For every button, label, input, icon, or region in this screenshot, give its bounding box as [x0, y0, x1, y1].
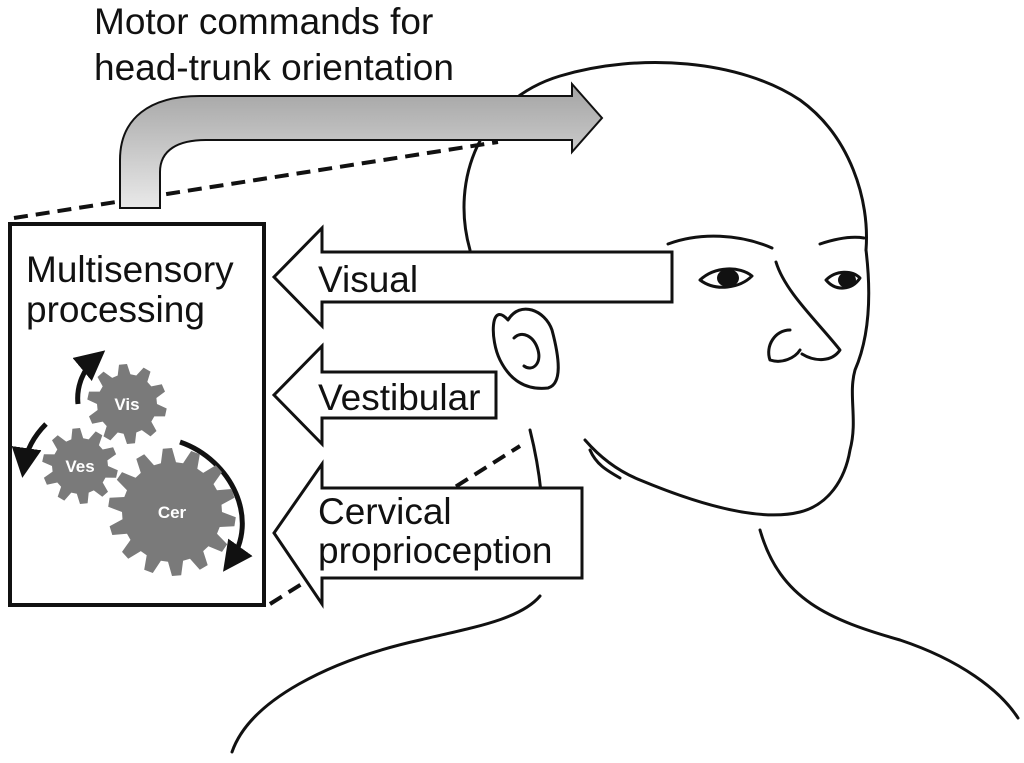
- ear-inner: [512, 333, 541, 370]
- gear-ves: Ves: [42, 428, 118, 504]
- nose: [767, 260, 842, 363]
- left-eyebrow: [666, 234, 774, 250]
- right-eye-outline: [824, 270, 862, 290]
- title-line-2: head-trunk orientation: [94, 47, 454, 88]
- left-pupil: [717, 269, 739, 287]
- face-profile: [583, 248, 871, 517]
- right-shoulder: [758, 528, 1020, 720]
- cer-rotation-arrow: [179, 439, 253, 572]
- gear-vis-label: Vis: [114, 395, 139, 414]
- left-shoulder: [230, 594, 542, 754]
- gear-vis: Vis: [87, 364, 167, 444]
- cervical-label-line-1: Cervical: [318, 491, 452, 532]
- motor-command-arrow: [119, 81, 604, 209]
- right-eyebrow: [818, 235, 866, 246]
- left-eye-outline: [698, 267, 754, 289]
- visual-arrow: Visual: [271, 224, 674, 330]
- title-line-1: Motor commands for: [94, 1, 433, 42]
- head-drawing: [230, 61, 1020, 754]
- gear-vis-shape: [87, 364, 167, 444]
- vis-rotation-arrow: [72, 350, 106, 405]
- gear-cer: Cer: [108, 448, 236, 576]
- gear-cer-shape: [108, 448, 236, 576]
- visual-label: Visual: [318, 259, 418, 300]
- skull-outline: [462, 61, 868, 252]
- box-title-line-1: Multisensory: [26, 249, 234, 290]
- box-title-line-2: processing: [26, 289, 205, 330]
- vestibular-arrow: Vestibular: [271, 342, 498, 448]
- right-pupil: [838, 272, 856, 288]
- ves-rotation-arrow: [11, 422, 48, 478]
- gear-rotation-arrows: [11, 350, 253, 572]
- gear-ves-label: Ves: [65, 457, 94, 476]
- ear-outer: [491, 307, 560, 390]
- vestibular-label: Vestibular: [318, 377, 481, 418]
- gear-ves-shape: [42, 428, 118, 504]
- gear-cer-label: Cer: [158, 503, 187, 522]
- cervical-arrow: Cervical proprioception: [272, 459, 584, 609]
- cervical-label-line-2: proprioception: [318, 530, 552, 571]
- jaw-line: [588, 448, 622, 480]
- projection-line-top: [13, 140, 499, 220]
